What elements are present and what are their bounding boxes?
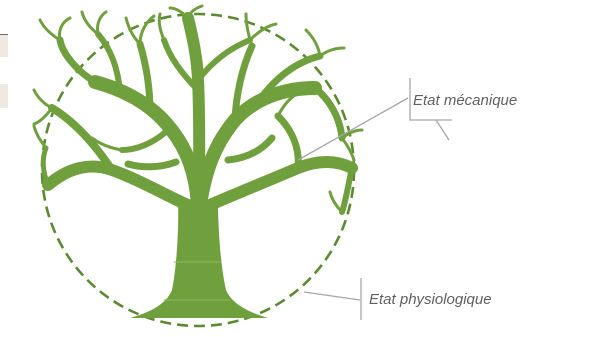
- physiological-state-label: Etat physiologique: [369, 291, 492, 308]
- tree-icon: [34, 6, 362, 318]
- physiological-callout-lines: [304, 278, 361, 320]
- mechanical-state-label: Etat mécanique: [413, 92, 517, 109]
